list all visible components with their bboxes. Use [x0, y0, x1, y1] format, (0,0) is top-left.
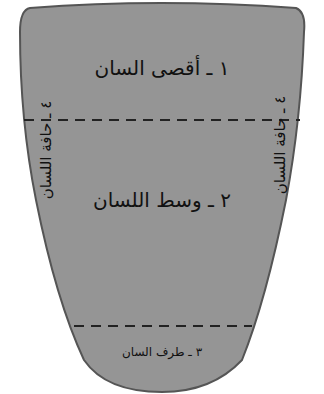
tongue-outline [20, 3, 304, 392]
region-label: ٣ ـ طرف السان [122, 345, 202, 359]
region-label: ٢ ـ وسط اللسان [93, 188, 231, 212]
dashed-divider [74, 325, 252, 327]
dashed-divider [24, 119, 300, 121]
edge-label: ٤ ـ حافة اللسان [37, 101, 55, 200]
region-label: ١ ـ أقصى السان [94, 56, 229, 80]
edge-label: ٤ ـ حافة اللسان [271, 96, 289, 195]
